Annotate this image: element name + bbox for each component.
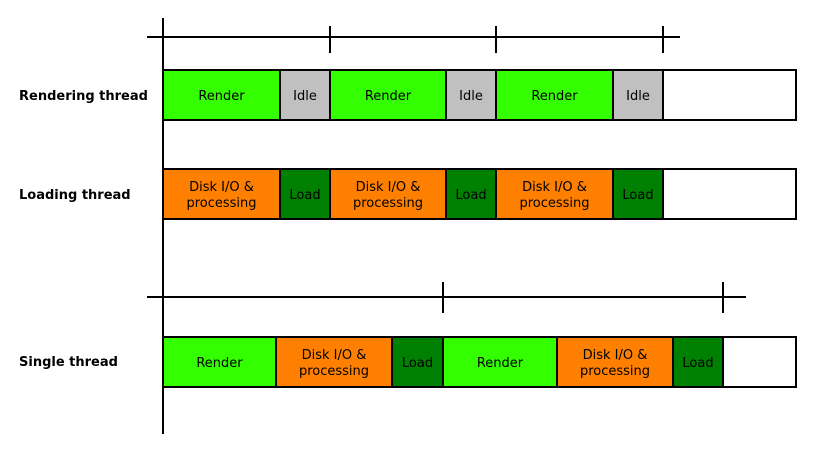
render-block-label: Render: [477, 356, 524, 371]
load-block-label: Load: [682, 356, 713, 371]
disk-io-block-label: processing: [299, 364, 369, 379]
idle-block: [279, 69, 331, 121]
render-block-label: Render: [198, 89, 245, 104]
timeline-multithreaded: [147, 26, 680, 53]
render-block-label: Render: [196, 356, 243, 371]
disk-io-block-label: Disk I/O &: [189, 180, 254, 195]
empty-block: [722, 336, 797, 388]
load-block-label: Load: [402, 356, 433, 371]
disk-io-block: [556, 336, 674, 388]
disk-io-block: [162, 168, 281, 220]
render-block: [162, 336, 277, 388]
rendering-thread-bar: Render Idle Render Idle Render Idle: [162, 69, 797, 121]
render-block-label: Render: [531, 89, 578, 104]
render-block: [162, 69, 281, 121]
empty-block: [662, 168, 797, 220]
disk-io-block-label: Disk I/O &: [583, 348, 648, 363]
disk-io-block-label: processing: [519, 196, 589, 211]
empty-block: [662, 69, 797, 121]
load-block-label: Load: [622, 188, 653, 203]
load-block: [391, 336, 444, 388]
render-block: [442, 336, 558, 388]
disk-io-block-label: processing: [580, 364, 650, 379]
disk-io-block-label: Disk I/O &: [302, 348, 367, 363]
disk-io-block: [495, 168, 614, 220]
row-label-rendering-thread: Rendering thread: [19, 89, 148, 104]
load-block-label: Load: [455, 188, 486, 203]
timeline-single-thread: [147, 282, 746, 313]
render-block-label: Render: [365, 89, 412, 104]
idle-block: [612, 69, 664, 121]
load-block: [279, 168, 331, 220]
row-label-single-thread: Single thread: [19, 355, 118, 370]
row-label-loading-thread: Loading thread: [19, 188, 131, 203]
disk-io-block: [275, 336, 393, 388]
disk-io-block-label: processing: [353, 196, 423, 211]
disk-io-block: [329, 168, 447, 220]
idle-block-label: Idle: [293, 89, 317, 104]
load-block: [612, 168, 664, 220]
disk-io-block-label: Disk I/O &: [356, 180, 421, 195]
disk-io-block-label: processing: [186, 196, 256, 211]
disk-io-block-label: Disk I/O &: [522, 180, 587, 195]
idle-block-label: Idle: [459, 89, 483, 104]
load-block-label: Load: [289, 188, 320, 203]
load-block: [672, 336, 724, 388]
idle-block-label: Idle: [626, 89, 650, 104]
